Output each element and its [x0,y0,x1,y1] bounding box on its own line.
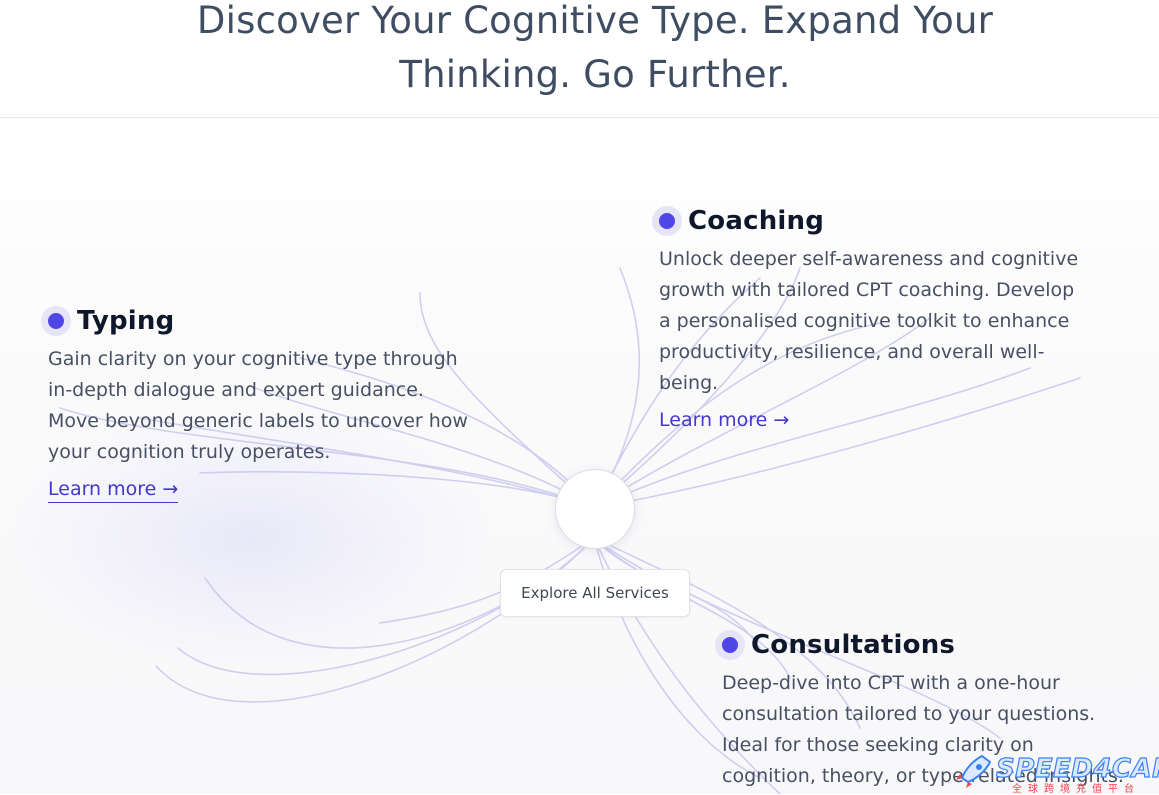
coaching-description: Unlock deeper self-awareness and cogniti… [659,248,1079,394]
coaching-card: Coaching Unlock deeper self-awareness an… [652,206,1092,431]
coaching-learn-more-link[interactable]: Learn more → [659,409,790,431]
curve [59,407,595,509]
curve [593,537,861,729]
curve [593,267,801,509]
consultations-title: Consultations [751,630,956,660]
coaching-header: Coaching [652,206,1092,236]
curve [379,537,595,624]
hero-header: Discover Your Cognitive Type. Expand You… [0,0,1159,118]
curve [139,417,595,509]
services-map [0,118,1159,794]
bullet-dot-icon [41,306,71,336]
typing-card: Typing Gain clarity on your cognitive ty… [41,306,481,503]
curve [249,385,595,509]
curve [593,537,791,679]
curve [155,537,595,703]
typing-glow [10,408,490,668]
bullet-dot-icon [652,206,682,236]
speed4card-watermark: SPEED4CARD 全球跨境充值平台 [952,752,1159,795]
rocket-icon [956,754,992,788]
watermark-brand: SPEED4CARD [995,753,1159,784]
curve [593,377,1081,509]
coaching-title: Coaching [688,206,825,236]
curve [593,267,641,509]
curve [419,292,595,509]
typing-header: Typing [41,306,481,336]
consultations-header: Consultations [715,630,1145,660]
typing-learn-more-link[interactable]: Learn more → [48,478,179,503]
explore-all-services-button[interactable]: Explore All Services [500,569,690,617]
consultations-description: Deep-dive into CPT with a one-hour consu… [722,672,1124,787]
curve [299,357,595,509]
curve [593,317,931,509]
curve [593,367,1031,509]
watermark-tagline: 全球跨境充值平台 [1012,784,1140,795]
center-hub-circle [555,469,635,549]
typing-description: Gain clarity on your cognitive type thro… [48,348,468,463]
typing-title: Typing [77,306,175,336]
consultations-card: Consultations Deep-dive into CPT with a … [715,630,1145,792]
page-title: Discover Your Cognitive Type. Expand You… [196,0,994,96]
bullet-dot-icon [715,630,745,660]
curve [593,322,881,509]
